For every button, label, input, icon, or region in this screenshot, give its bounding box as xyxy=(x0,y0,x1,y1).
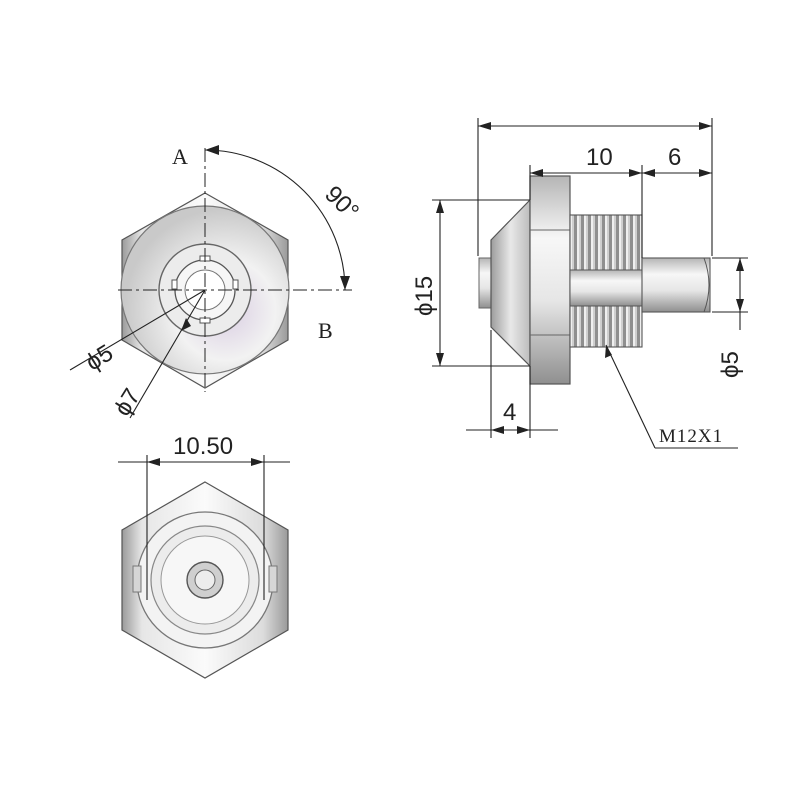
back-shaft-core xyxy=(194,569,216,591)
back-view: 10.50 xyxy=(118,433,290,679)
body-length-label: 10 xyxy=(586,144,613,171)
dia15-arrow-bottom xyxy=(436,353,444,366)
keyway-notch-right xyxy=(232,279,239,290)
cam-shaft xyxy=(641,257,711,313)
rotation-arc xyxy=(204,149,346,291)
thickness-arrow-left xyxy=(491,426,504,434)
dia15-arrow-top xyxy=(436,200,444,213)
dia15-label: ϕ15 xyxy=(411,276,438,316)
shaft-length-label: 6 xyxy=(668,144,681,171)
dia5-shaft-label: ϕ5 xyxy=(717,351,744,378)
thread-leader xyxy=(605,344,656,449)
body-arrow-left xyxy=(530,169,543,177)
overall-arrow-right xyxy=(699,122,712,130)
across-flats-label: 10.50 xyxy=(173,433,233,460)
shaft-arrow-left xyxy=(642,169,655,177)
arc-arrowhead xyxy=(340,276,350,290)
keyway-notch-left xyxy=(171,279,178,290)
thread-callout: M12X1 xyxy=(659,426,723,447)
arc-arrowhead-start xyxy=(205,145,219,155)
dia7-label: ϕ7 xyxy=(109,384,146,421)
dia5-shaft-arrow-bottom xyxy=(736,299,744,312)
plug-nub xyxy=(478,257,492,309)
across-flats-arrow-left xyxy=(147,458,160,466)
dia5-shaft-arrow-top xyxy=(736,258,744,271)
dia7-leader xyxy=(129,289,206,419)
back-notch-left xyxy=(132,565,142,593)
dia7-arrowhead xyxy=(181,318,191,331)
across-flats-arrow-right xyxy=(251,458,264,466)
shaft-tip xyxy=(703,257,710,313)
overall-arrow-left xyxy=(478,122,491,130)
position-a-label: A xyxy=(172,144,188,169)
dia5-leader xyxy=(69,289,206,371)
thickness-arrow-right xyxy=(517,426,530,434)
side-view: 10 6 ϕ15 4 ϕ5 M12X1 xyxy=(411,118,748,449)
body-arrow-right xyxy=(629,169,642,177)
body-flat xyxy=(569,269,643,307)
thickness-label: 4 xyxy=(503,399,516,426)
position-b-label: B xyxy=(318,318,333,343)
hex-flange xyxy=(529,175,571,385)
front-view: 90° A B ϕ5 ϕ7 xyxy=(69,144,364,421)
shaft-arrow-right xyxy=(699,169,712,177)
back-notch-right xyxy=(268,565,278,593)
cone-face xyxy=(490,198,531,368)
thread-leader-arrow xyxy=(605,345,612,358)
